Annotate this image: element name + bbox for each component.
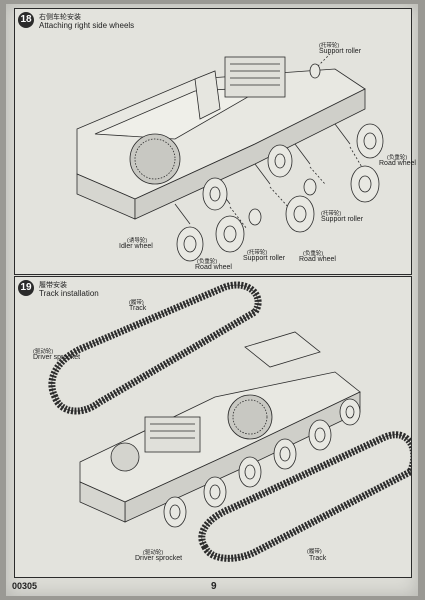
label-en: Support roller	[319, 48, 362, 55]
label-en: Road wheel	[299, 256, 336, 263]
step-19-panel: 19 履带安装 Track installation	[14, 276, 412, 578]
step-number-badge: 18	[18, 12, 34, 28]
label-en: Track	[309, 555, 327, 562]
label-cn: (驱动轮)	[33, 349, 54, 355]
label-cn: (负重轮)	[197, 259, 218, 265]
label-cn: (负重轮)	[387, 155, 408, 161]
step-title-en: Attaching right side wheels	[39, 21, 135, 30]
track-installation-diagram	[48, 281, 411, 562]
label-en: Road wheel	[195, 264, 232, 271]
label-cn: (驱动轮)	[143, 550, 164, 556]
label-en: Driver sprocket	[135, 555, 183, 562]
step-title-en: Track installation	[39, 289, 99, 298]
hull-wheels-diagram	[76, 53, 384, 262]
label-cn: (履带)	[129, 300, 144, 306]
label-en: Support roller	[321, 216, 364, 223]
page-number: 9	[211, 581, 217, 592]
label-en: Track	[129, 305, 147, 312]
instruction-page: 18 右侧车轮安装 Attaching right side wheels	[6, 4, 418, 596]
label-cn: (负重轮)	[303, 251, 324, 257]
label-cn: (托带轮)	[319, 43, 340, 49]
label-cn: (托带轮)	[321, 211, 342, 217]
product-code: 00305	[12, 581, 38, 591]
label-en: Driver sprocket	[33, 354, 81, 361]
step-18-panel: 18 右侧车轮安装 Attaching right side wheels	[14, 8, 416, 275]
step-number-badge: 19	[18, 280, 34, 296]
label-en: Support roller	[243, 255, 286, 262]
label-cn: (履带)	[307, 549, 322, 555]
label-en: Road wheel	[379, 160, 416, 167]
step-title-cn: 履带安装	[39, 282, 67, 289]
step-title-cn: 右侧车轮安装	[39, 14, 81, 21]
label-en: Idler wheel	[119, 243, 153, 250]
label-cn: (托带轮)	[247, 250, 268, 256]
label-cn: (诱导轮)	[127, 238, 148, 244]
